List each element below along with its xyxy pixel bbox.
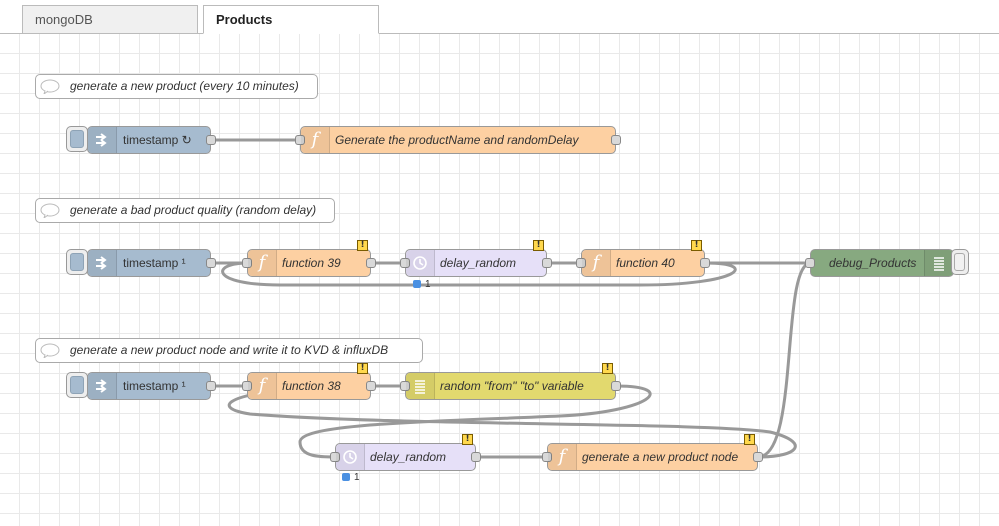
status-dot-icon <box>413 280 421 289</box>
comment-node-3[interactable]: generate a new product node and write it… <box>35 338 423 363</box>
wire-layer <box>212 138 812 459</box>
inject-arrow-icon <box>88 373 117 399</box>
function-node-generate-product-node[interactable]: f generate a new product node ! <box>542 434 763 471</box>
inject-arrow-icon <box>88 250 117 276</box>
input-port[interactable] <box>542 452 552 462</box>
input-port[interactable] <box>242 258 252 268</box>
input-port[interactable] <box>330 452 340 462</box>
warning-icon: ! <box>744 434 755 445</box>
warning-icon: ! <box>533 240 544 251</box>
flow-workspace[interactable]: generate a new product (every 10 minutes… <box>0 34 999 526</box>
inject-trigger-button[interactable] <box>66 249 88 275</box>
function-node-39[interactable]: f function 39 ! <box>242 240 376 277</box>
debug-toggle-button[interactable] <box>951 249 969 275</box>
comment-node-2[interactable]: generate a bad product quality (random d… <box>35 198 335 223</box>
node-label: function 40 <box>616 256 675 270</box>
node-label: function 38 <box>282 379 341 393</box>
warning-icon: ! <box>602 363 613 374</box>
warning-icon: ! <box>357 363 368 374</box>
node-label: timestamp ¹ <box>123 379 186 393</box>
status-dot-icon <box>342 473 350 482</box>
node-label: function 39 <box>282 256 341 270</box>
warning-icon: ! <box>691 240 702 251</box>
list-icon <box>406 373 435 399</box>
tab-products[interactable]: Products <box>203 5 379 34</box>
delay-status: 1 <box>342 472 360 483</box>
input-port[interactable] <box>400 258 410 268</box>
output-port[interactable] <box>471 452 481 462</box>
output-port[interactable] <box>366 381 376 391</box>
debug-node-products[interactable]: debug_Products <box>805 249 954 277</box>
output-port[interactable] <box>366 258 376 268</box>
output-port[interactable] <box>542 258 552 268</box>
node-label: timestamp ↻ <box>123 133 192 147</box>
change-node-random-from-to[interactable]: random "from" "to" variable ! <box>400 363 621 400</box>
output-port[interactable] <box>206 381 216 391</box>
output-port[interactable] <box>206 135 216 145</box>
function-icon: f <box>301 127 330 153</box>
output-port[interactable] <box>611 135 621 145</box>
input-port[interactable] <box>295 135 305 145</box>
list-icon <box>924 250 953 276</box>
output-port[interactable] <box>206 258 216 268</box>
inject-node-timestamp-2[interactable]: timestamp ¹ <box>87 249 216 277</box>
wire <box>221 261 737 287</box>
node-label: timestamp ¹ <box>123 256 186 270</box>
wire <box>757 261 812 459</box>
input-port[interactable] <box>576 258 586 268</box>
clock-icon <box>406 250 435 276</box>
wire <box>227 384 797 459</box>
output-port[interactable] <box>700 258 710 268</box>
node-label: random "from" "to" variable <box>440 379 584 393</box>
inject-trigger-button[interactable] <box>66 126 88 152</box>
tab-mongodb[interactable]: mongoDB <box>22 5 198 34</box>
inject-node-timestamp-1[interactable]: timestamp ↻ <box>87 126 216 154</box>
warning-icon: ! <box>462 434 473 445</box>
comment-text: generate a new product (every 10 minutes… <box>70 79 299 93</box>
comment-node-1[interactable]: generate a new product (every 10 minutes… <box>35 74 318 99</box>
function-icon: f <box>248 373 277 399</box>
delay-status: 1 <box>413 279 431 290</box>
function-icon: f <box>248 250 277 276</box>
comment-text: generate a bad product quality (random d… <box>70 203 317 217</box>
function-node-38[interactable]: f function 38 ! <box>242 363 376 400</box>
output-port[interactable] <box>611 381 621 391</box>
delay-node-random-1[interactable]: delay_random ! <box>400 240 552 277</box>
workspace-tab-bar: mongoDB Products <box>0 0 999 34</box>
function-node-generate-productname[interactable]: f Generate the productName and randomDel… <box>295 126 621 154</box>
node-label: debug_Products <box>829 256 917 270</box>
node-label: generate a new product node <box>582 450 739 464</box>
inject-arrow-icon <box>88 127 117 153</box>
warning-icon: ! <box>357 240 368 251</box>
comment-icon <box>40 343 60 358</box>
delay-node-random-2[interactable]: delay_random ! <box>330 434 481 471</box>
comment-text: generate a new product node and write it… <box>70 343 389 357</box>
input-port[interactable] <box>400 381 410 391</box>
output-port[interactable] <box>753 452 763 462</box>
input-port[interactable] <box>242 381 252 391</box>
function-icon: f <box>582 250 611 276</box>
comment-icon <box>40 203 60 218</box>
comment-icon <box>40 79 60 94</box>
node-label: Generate the productName and randomDelay <box>335 133 579 147</box>
function-node-40[interactable]: f function 40 ! <box>576 240 710 277</box>
inject-node-timestamp-3[interactable]: timestamp ¹ <box>87 372 216 400</box>
inject-trigger-button[interactable] <box>66 372 88 398</box>
input-port[interactable] <box>805 258 815 268</box>
clock-icon <box>336 444 365 470</box>
node-label: delay_random <box>440 256 517 270</box>
function-icon: f <box>548 444 577 470</box>
node-label: delay_random <box>370 450 447 464</box>
